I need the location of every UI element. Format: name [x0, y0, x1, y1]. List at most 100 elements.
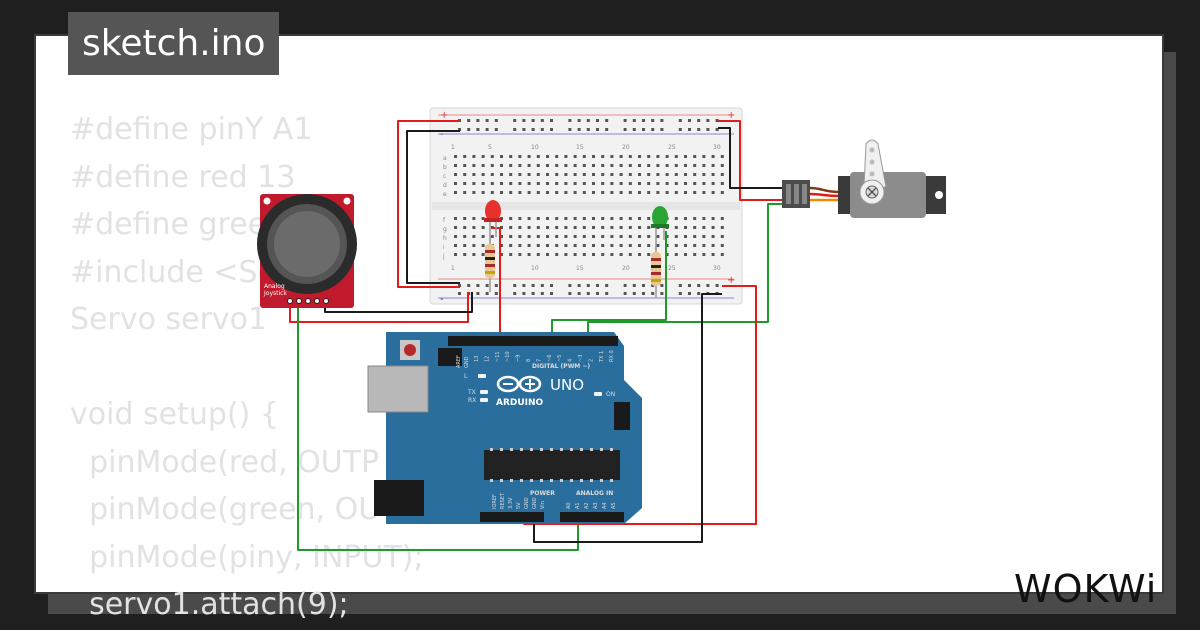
digital-pin-label: ~3 — [578, 355, 584, 362]
wokwi-logo-text: WOKWi — [1014, 567, 1157, 611]
resistor — [485, 238, 495, 292]
code-line: Servo servo1 — [70, 302, 268, 337]
column-number: 1 — [451, 265, 455, 272]
wire-green — [551, 231, 667, 336]
wire-black — [718, 127, 788, 189]
code-line: pinMode(red, OUTP — [70, 444, 380, 480]
wire-red — [289, 292, 469, 323]
reset-button — [404, 344, 416, 356]
wokwi-logo: WOKWi — [1014, 567, 1157, 611]
digital-pin-label: ~11 — [495, 351, 501, 362]
digital-pin-label: ~5 — [557, 355, 563, 362]
resistor — [651, 246, 661, 298]
servo-motor — [782, 139, 946, 218]
wire-black — [406, 130, 460, 284]
circuit-diagram: + + - - + 1 5 10 15 20 25 30 1 5 10 15 2… — [257, 107, 946, 551]
gnd-label: GND — [464, 356, 470, 368]
uno-label: UNO — [550, 376, 584, 394]
digital-pin-label: 2 — [588, 359, 594, 362]
wire-red — [492, 227, 501, 336]
column-number: 25 — [668, 144, 676, 151]
analog-pin-label: A1 — [575, 502, 581, 509]
digital-pin-label: ~6 — [547, 355, 553, 362]
tx-label: TX — [467, 389, 476, 396]
analog-header — [560, 512, 624, 522]
digital-pin-label: 7 — [536, 359, 542, 362]
rail-minus-label: - — [440, 129, 444, 140]
column-number: 5 — [488, 144, 492, 151]
code-line: void setup() { — [70, 397, 279, 432]
rail-minus-label: - — [440, 294, 444, 305]
rail-plus-label: + — [727, 110, 735, 121]
power-pin-label: IOREF — [492, 494, 498, 509]
code-line: #define pinY A1 — [70, 112, 313, 147]
wires — [289, 120, 788, 551]
code-line: pinMode(piny, INPUT); — [70, 539, 424, 575]
digital-pin-label: ~10 — [505, 351, 511, 362]
row-letter: d — [443, 182, 447, 189]
code-preview: #define pinY A1#define red 13#define gre… — [70, 106, 424, 629]
row-letter: h — [443, 235, 447, 242]
on-label: ON — [606, 391, 615, 398]
microcontroller-chip — [484, 450, 620, 480]
power-pin-label: RESET — [500, 492, 506, 509]
wire-red — [718, 120, 788, 201]
digital-pin-label: ~9 — [516, 355, 522, 362]
column-number: 15 — [576, 144, 584, 151]
power-pin-label: 5V — [516, 502, 522, 509]
digital-pin-label: 4 — [568, 359, 574, 362]
rail-plus-label: + — [727, 275, 735, 286]
row-letter: f — [443, 217, 446, 224]
wire-green — [587, 203, 788, 336]
wire-black — [533, 293, 722, 543]
row-letter: b — [443, 164, 447, 171]
column-number: 20 — [622, 144, 630, 151]
power-pin-label: GND — [532, 497, 538, 509]
analog-pin-label: A3 — [593, 502, 599, 509]
analog-pin-label: A0 — [566, 502, 572, 509]
digital-pin-label: 13 — [474, 356, 480, 362]
row-letter: c — [443, 173, 446, 180]
row-letter: j — [442, 253, 445, 260]
column-number: 10 — [531, 265, 539, 272]
breadboard: + + - - + 1 5 10 15 20 25 30 1 5 10 15 2… — [429, 107, 743, 305]
column-number: 30 — [713, 144, 721, 151]
power-header — [480, 512, 544, 522]
analog-in-label: ANALOG IN — [576, 490, 613, 497]
wire-green — [297, 304, 579, 551]
digital-pin-label: 12 — [484, 356, 490, 362]
row-letter: a — [443, 155, 447, 162]
row-letter: i — [443, 244, 445, 251]
digital-pin-label: 8 — [526, 359, 532, 362]
digital-pin-label: TX 1 — [599, 351, 605, 363]
analog-joystick: Analog Joystick — [257, 194, 357, 308]
led-l-label: L — [464, 373, 468, 380]
analog-pin-label: A5 — [611, 502, 617, 509]
analog-pin-label: A4 — [602, 502, 608, 509]
rx-label: RX — [468, 397, 476, 404]
sketch-title: sketch.ino — [68, 12, 280, 75]
power-label: POWER — [530, 490, 555, 497]
column-number: 20 — [622, 265, 630, 272]
column-number: 1 — [451, 144, 455, 151]
column-number: 10 — [531, 144, 539, 151]
row-letter: g — [443, 226, 447, 233]
power-pin-label: GND — [524, 497, 530, 509]
preview-card: #define pinY A1#define red 13#define gre… — [34, 34, 1164, 622]
aref-label: AREF — [456, 355, 462, 368]
arduino-brand: ARDUINO — [496, 398, 544, 408]
code-line: pinMode(green, OU — [70, 492, 381, 527]
analog-pin-label: A2 — [584, 502, 590, 509]
row-letter: e — [443, 191, 447, 198]
rail-plus-label: + — [440, 110, 448, 121]
column-number: 25 — [668, 265, 676, 272]
digital-pwm-label: DIGITAL (PWM ~) — [532, 363, 590, 370]
power-jack — [374, 480, 424, 516]
code-line: #define red 13 — [70, 159, 296, 195]
power-pin-label: Vin — [540, 501, 546, 509]
power-pin-label: 3.3V — [508, 497, 514, 509]
joystick-label: Analog — [264, 283, 285, 290]
wire-red — [397, 120, 460, 288]
column-number: 30 — [713, 265, 721, 272]
code-line: servo1.attach(9); — [70, 587, 349, 622]
